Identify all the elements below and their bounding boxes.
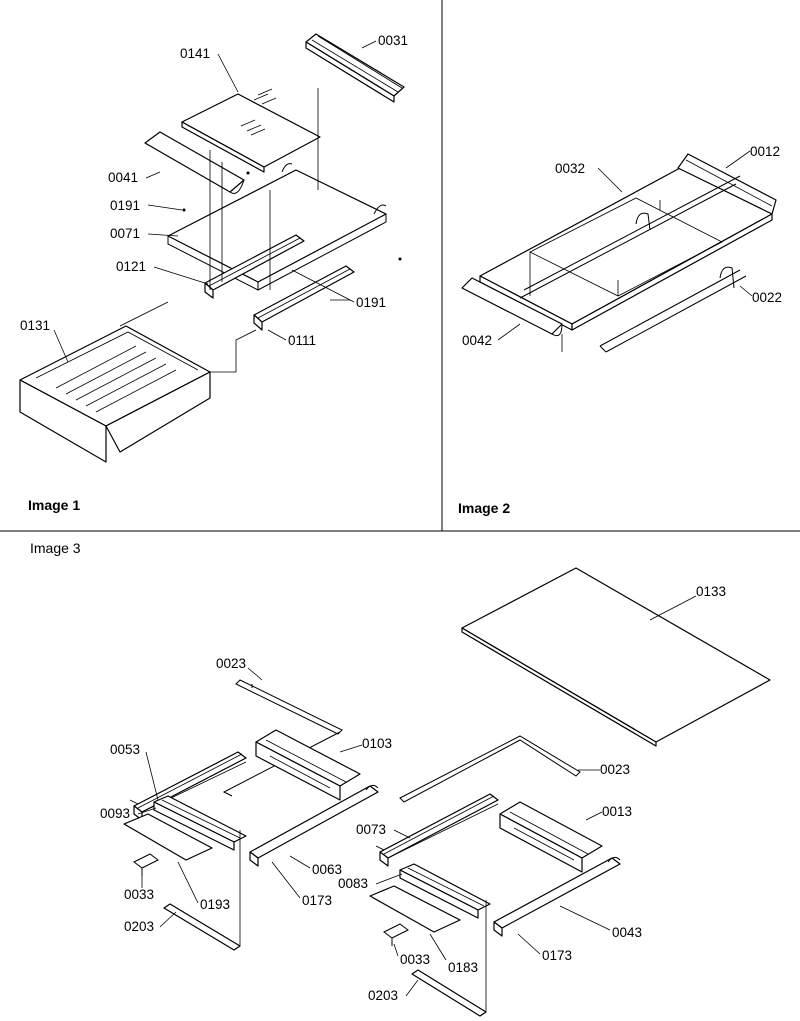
label-0083: 0083 [338, 876, 368, 891]
label-0033-b: 0033 [400, 952, 430, 967]
part-0012-rear-trim [677, 153, 777, 215]
right-assembly [369, 735, 621, 1017]
part-0133-glass-shelf [461, 567, 771, 747]
label-0041: 0041 [108, 170, 138, 185]
label-0012: 0012 [750, 144, 780, 159]
label-0033-a: 0033 [124, 887, 154, 902]
label-0071: 0071 [110, 226, 140, 241]
caption-image2: Image 2 [458, 500, 510, 516]
part-0131-crisper-drawer [19, 325, 211, 463]
image2-inner-panel [529, 197, 723, 297]
label-0103: 0103 [362, 736, 392, 751]
label-0191-a: 0191 [110, 198, 140, 213]
label-0023-a: 0023 [216, 656, 246, 671]
part-0063-side-frame [249, 784, 379, 867]
image3-diagram: Image 3 0133 [30, 540, 771, 1017]
part-0033-right-clip [383, 923, 409, 946]
left-assembly [123, 679, 379, 951]
label-0043: 0043 [612, 925, 642, 940]
label-0053: 0053 [110, 742, 140, 757]
image2-diagram: 0032 0012 0022 0042 Image 2 [458, 144, 782, 516]
image2-clip-right [719, 266, 735, 289]
part-0141-glass-shelf [181, 88, 321, 173]
part-0033-left-clip [133, 853, 159, 876]
part-0043-side-frame [493, 856, 621, 937]
label-0133: 0133 [696, 584, 726, 599]
part-0083-front-rail [399, 863, 491, 919]
image1-diagram: 0141 0031 0041 0191 0071 0121 0191 0131 … [19, 33, 408, 513]
part-0073-rear-rail [379, 793, 499, 867]
part-0071-shelf-frame [167, 163, 387, 291]
label-0023-b: 0023 [600, 762, 630, 777]
part-0093-front-rail [153, 795, 247, 851]
part-0042-front-trim [461, 277, 563, 337]
label-0183: 0183 [448, 960, 478, 975]
label-0013: 0013 [602, 804, 632, 819]
label-0203-a: 0203 [124, 919, 154, 934]
label-0131: 0131 [20, 318, 50, 333]
image1-projection-lines [119, 88, 350, 373]
part-0041-front-trim [144, 131, 245, 194]
image2-clip-left [635, 212, 651, 231]
part-0183-cover [369, 885, 461, 933]
caption-image1: Image 1 [28, 497, 80, 513]
image2-rails [519, 175, 747, 353]
caption-image3: Image 3 [30, 540, 81, 556]
label-0022: 0022 [752, 290, 782, 305]
label-0203-b: 0203 [368, 988, 398, 1003]
label-0121: 0121 [116, 259, 146, 274]
label-0173-b: 0173 [542, 948, 572, 963]
label-0063: 0063 [312, 862, 342, 877]
label-0073: 0073 [356, 822, 386, 837]
label-0031: 0031 [378, 33, 408, 48]
label-0141: 0141 [180, 46, 210, 61]
part-0013-bracket [499, 801, 603, 873]
part-0203-right-strip [411, 969, 487, 1017]
label-0191-b: 0191 [356, 295, 386, 310]
label-0111: 0111 [288, 333, 316, 348]
part-0023-right-wire [399, 735, 581, 803]
label-0193: 0193 [200, 897, 230, 912]
label-0173-a: 0173 [302, 893, 332, 908]
label-0032: 0032 [555, 161, 585, 176]
label-0042: 0042 [462, 333, 492, 348]
part-0103-bracket [255, 729, 361, 801]
label-0093: 0093 [100, 806, 130, 821]
part-0031-rear-trim [305, 33, 405, 103]
part-0193-cover [123, 813, 213, 861]
